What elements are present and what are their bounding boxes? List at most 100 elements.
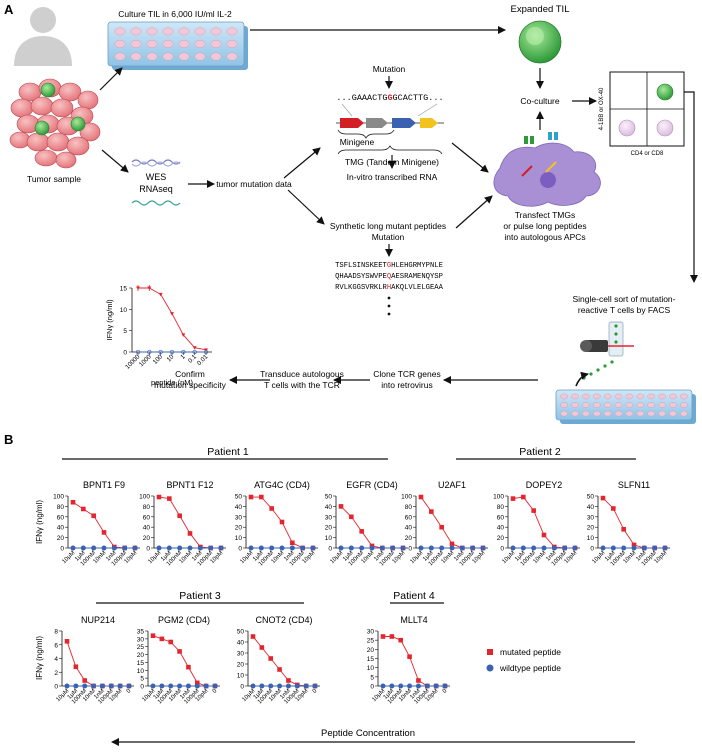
mutated-point — [531, 508, 536, 513]
panel-b-chart-title: SLFN11 — [618, 480, 650, 490]
wildtype-point — [310, 545, 316, 551]
wildtype-point — [177, 683, 183, 689]
wildtype-point — [91, 683, 97, 689]
panel-b-y-tick: 40 — [237, 640, 245, 647]
panel-b-y-tick: 40 — [143, 525, 151, 532]
panel-b-y-tick: 0 — [590, 546, 594, 553]
wildtype-point — [197, 545, 203, 551]
panel-b-y-tick: 30 — [237, 651, 245, 658]
small-chart-point — [170, 312, 174, 316]
minigene-label: Minigene — [340, 137, 375, 147]
sequencing-dna-icon — [131, 159, 181, 206]
confirm-label-2: mutation specificity — [154, 380, 227, 390]
panel-b-chart-title: NUP214 — [81, 615, 115, 625]
patient-header: Patient 2 — [519, 446, 561, 458]
peptide-concentration-label: Peptide Concentration — [321, 728, 415, 739]
wildtype-point — [407, 683, 413, 689]
mutated-point — [82, 678, 88, 683]
mutated-point — [349, 514, 354, 520]
small-chart-point — [136, 286, 140, 290]
wildtype-point — [289, 545, 295, 551]
wildtype-point — [259, 683, 265, 689]
wildtype-point — [480, 545, 486, 551]
legend-wildtype-label: wildtype peptide — [499, 663, 561, 673]
wildtype-point — [641, 545, 647, 551]
wildtype-point — [187, 545, 193, 551]
mutated-point — [338, 504, 344, 509]
panel-b-y-tick: 80 — [497, 504, 505, 511]
mutated-point — [259, 645, 265, 650]
wildtype-point — [400, 545, 406, 551]
panel-b-chart: 02040608010010μM1μM100nM10nM1nM100pM10pM… — [401, 480, 488, 567]
mutated-point — [167, 496, 172, 501]
panel-b-series-line — [66, 641, 129, 687]
panel-b-y-tick: 30 — [325, 514, 333, 521]
wildtype-point — [359, 545, 365, 551]
wildtype-point — [433, 683, 439, 689]
small-chart-point — [203, 349, 209, 355]
wildtype-point — [166, 545, 172, 551]
panel-b-chart: 0102030405010μM1μM100nM10nM1nM100pM10pMA… — [235, 480, 318, 567]
panel-b-y-tick: 100 — [139, 494, 150, 501]
panel-b-y-tick: 0 — [500, 546, 504, 553]
small-chart-y-tick: 0 — [123, 350, 127, 357]
wildtype-point — [150, 683, 156, 689]
panel-b-chart: 05101520253010μM1μM100nM10nM1nM100pM10pM… — [367, 615, 450, 705]
wildtype-point — [156, 545, 162, 551]
panel-b-y-tick: 0 — [54, 684, 58, 691]
wildtype-point — [122, 545, 128, 551]
panel-b-y-tick: 0 — [146, 546, 150, 553]
panel-b-y-tick: 50 — [237, 629, 245, 636]
panel-b-x-tick: 0 — [312, 688, 319, 695]
panel-b-y-tick: 40 — [405, 525, 413, 532]
mutated-point — [439, 524, 444, 530]
panel-b-y-tick: 20 — [325, 525, 333, 532]
mutation-label-mid: Mutation — [372, 232, 405, 242]
tumor-mutation-data-label: tumor mutation data — [216, 179, 292, 189]
wildtype-point — [185, 683, 191, 689]
wildtype-point — [338, 545, 344, 551]
small-chart-y-tick: 15 — [120, 286, 128, 293]
wildtype-point — [459, 545, 465, 551]
wildtype-point — [439, 545, 445, 551]
panel-b-y-tick: 10 — [237, 673, 245, 680]
mutation-label-top: Mutation — [373, 64, 406, 74]
small-chart-point — [169, 349, 175, 355]
wildtype-point — [303, 683, 309, 689]
panel-b-y-tick: 10 — [235, 535, 243, 542]
panel-b-series-line — [340, 506, 403, 549]
panel-b-y-tick: 20 — [235, 525, 243, 532]
panel-b-y-tick: 20 — [137, 652, 145, 659]
mutated-point — [429, 509, 434, 514]
mutated-point — [600, 495, 606, 501]
ellipsis-dots — [387, 296, 391, 316]
panel-b-y-tick: 10 — [137, 668, 145, 675]
panel-b-y-tick: 15 — [367, 656, 375, 663]
panel-b-y-tick: 40 — [57, 525, 65, 532]
small-chart-point — [147, 286, 152, 290]
mutated-point — [168, 639, 174, 645]
wildtype-point — [64, 683, 70, 689]
panel-b-series-line — [158, 496, 221, 549]
panel-b-y-tick: 20 — [405, 535, 413, 542]
wildtype-point — [531, 545, 537, 551]
wildtype-point — [91, 545, 97, 551]
til-cell-icon — [34, 82, 86, 136]
mutated-point — [521, 494, 526, 500]
wildtype-point — [82, 683, 88, 689]
panel-b-y-tick: 0 — [238, 546, 242, 553]
wildtype-point — [631, 545, 637, 551]
confirm-label-1: Confirm — [175, 369, 205, 379]
panel-b-y-tick: 0 — [60, 546, 64, 553]
mutated-point — [177, 649, 182, 654]
small-chart-x-label: peptide (nM) — [151, 378, 194, 387]
panel-b-y-tick: 35 — [137, 629, 145, 636]
panel-b-y-tick: 0 — [370, 684, 374, 691]
wildtype-point — [390, 545, 396, 551]
panel-b-y-tick: 0 — [328, 546, 332, 553]
legend-mutated-label: mutated peptide — [500, 647, 561, 657]
peptide-sequence-3: RVLKGGSVRKLRHAKQLVLELGEAA — [335, 284, 444, 292]
wildtype-point — [194, 683, 200, 689]
panel-b-y-tick: 0 — [408, 546, 412, 553]
